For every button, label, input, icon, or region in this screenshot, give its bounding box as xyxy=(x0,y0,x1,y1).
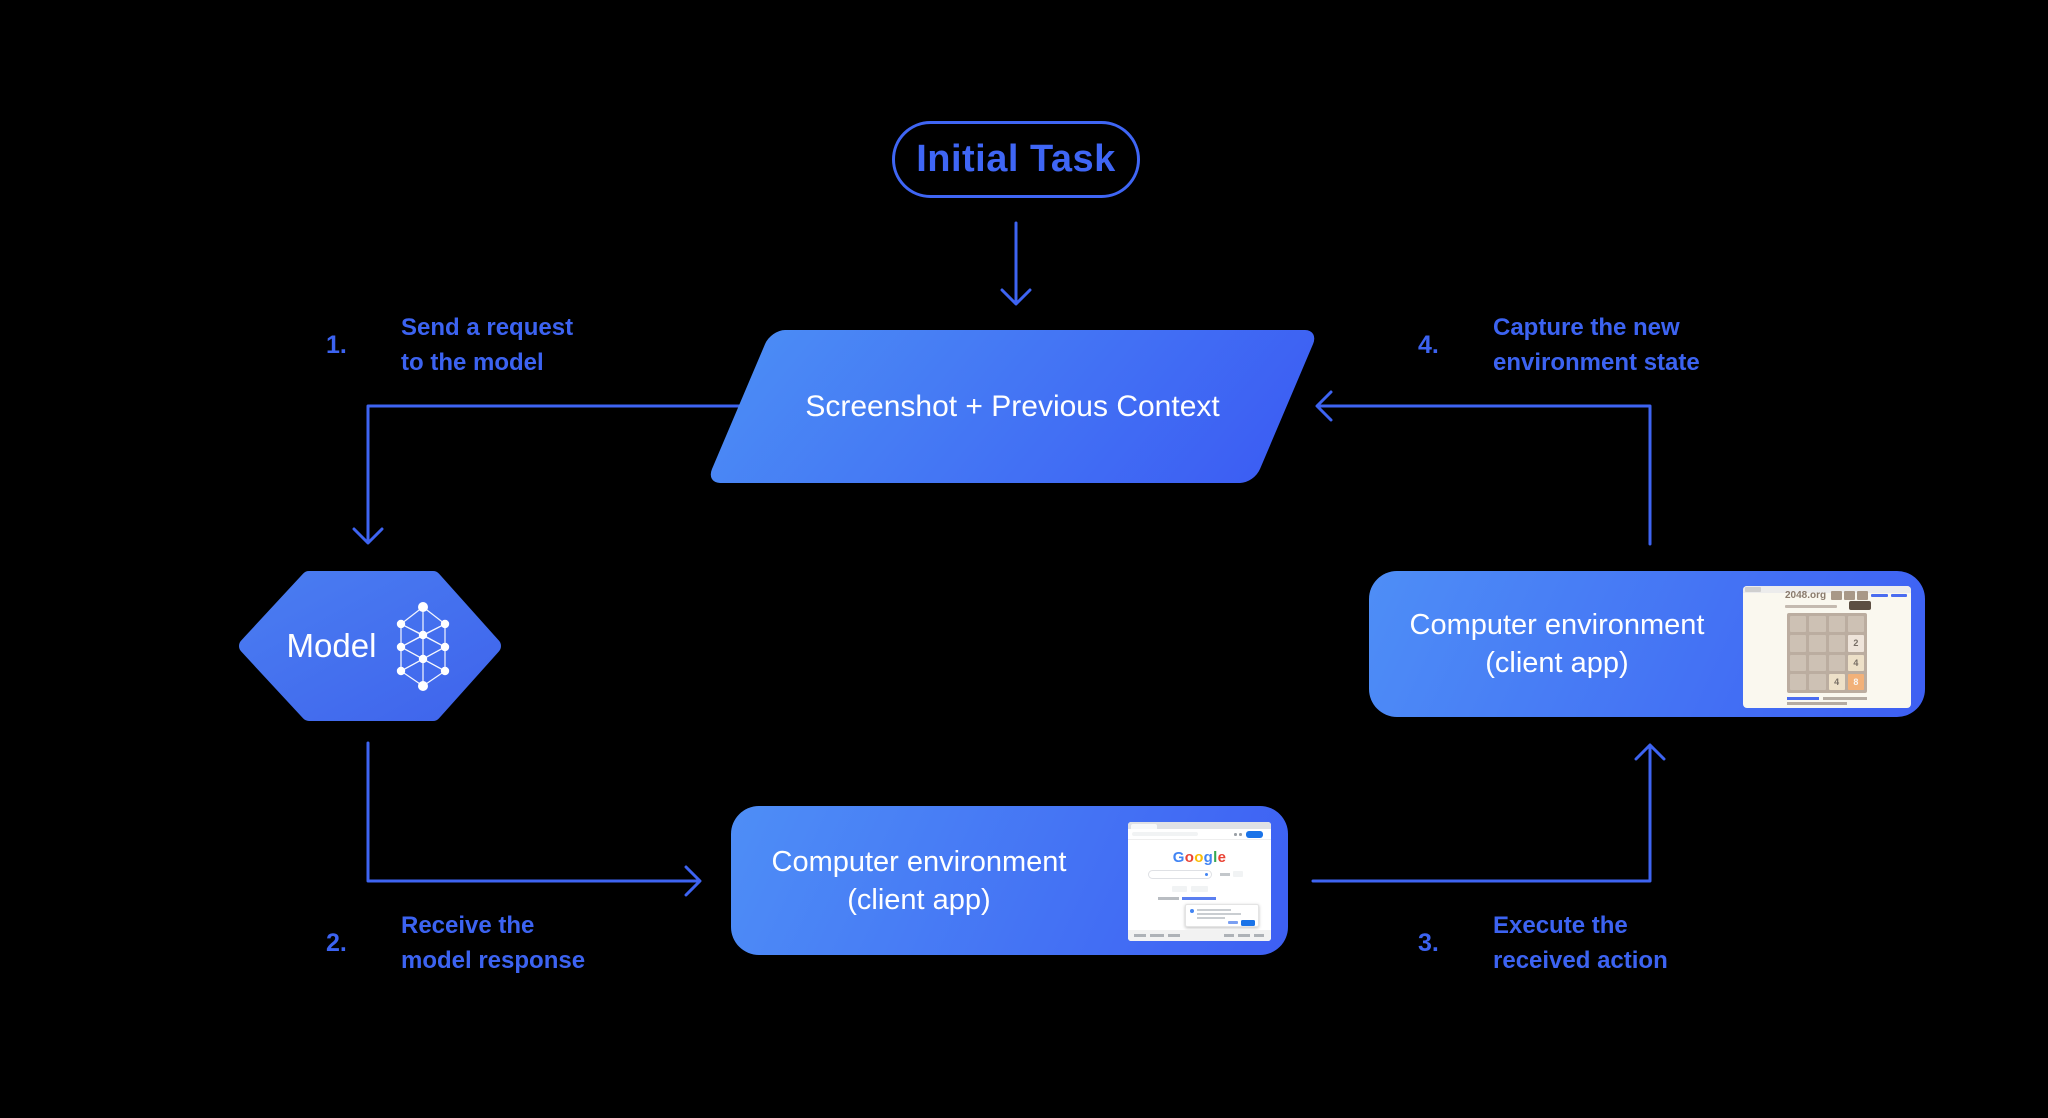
env-right-label: Computer environment (client app) xyxy=(1409,609,1705,679)
node-initial-task: Initial Task xyxy=(892,121,1140,198)
step-2-number: 2. xyxy=(326,928,347,957)
step-3-execute-action: 3. Execute the received action xyxy=(1418,908,1668,978)
node-env-client-right: Computer environment (client app) 2048.o… xyxy=(1369,571,1925,717)
mini-google-dialog-primary-button xyxy=(1241,920,1255,926)
neural-network-icon xyxy=(397,601,450,691)
connector-env-right-to-context xyxy=(1315,390,1652,546)
mini-google-toolbar xyxy=(1128,829,1271,840)
mini-google-offered-in-links xyxy=(1182,897,1216,900)
mini-2048-tile-4: 4 xyxy=(1828,673,1845,690)
mini-google-side-widget xyxy=(1233,871,1243,877)
mini-google-lucky-button xyxy=(1191,886,1208,892)
screenshot-context-label: Screenshot + Previous Context xyxy=(805,390,1220,423)
mini-google-dialog-secondary-button xyxy=(1228,921,1238,924)
mini-2048-site-title: 2048.org xyxy=(1785,590,1827,601)
mini-google-search-bar xyxy=(1148,870,1212,879)
connector-initial-task-to-context xyxy=(1000,221,1032,306)
step-4-number: 4. xyxy=(1418,330,1439,359)
mini-2048-browser-tab xyxy=(1745,587,1761,592)
mini-google-toolbar-icon xyxy=(1234,833,1237,836)
node-model: Model xyxy=(239,571,501,721)
mini-google-side-text xyxy=(1220,873,1230,876)
mini-2048-tile-2: 2 xyxy=(1847,635,1864,652)
step-2-receive-response: 2. Receive the model response xyxy=(326,908,585,978)
connector-env-bottom-to-env-right xyxy=(1311,743,1666,883)
mini-google-dialog-logo xyxy=(1190,909,1194,913)
step-4-text: Capture the new environment state xyxy=(1493,314,1700,376)
mini-google-cookie-dialog xyxy=(1185,904,1259,927)
mini-2048-new-game-button xyxy=(1849,601,1871,610)
mini-google-offered-in-text xyxy=(1158,897,1179,900)
mini-2048-footer-text xyxy=(1823,697,1867,700)
mini-2048-top-link xyxy=(1871,594,1888,597)
mini-2048-tile-4: 4 xyxy=(1847,654,1864,671)
mini-2048-subtitle-text xyxy=(1785,605,1837,608)
env-bottom-label: Computer environment (client app) xyxy=(771,845,1067,916)
mini-2048-footer-text xyxy=(1787,702,1847,705)
mini-2048-footer-link xyxy=(1787,697,1819,700)
mini-2048-top-link xyxy=(1891,594,1907,597)
connector-context-to-model xyxy=(352,404,742,545)
mini-2048-tile-8: 8 xyxy=(1847,673,1864,690)
mini-google-mic-icon xyxy=(1205,873,1208,876)
mini-google-toolbar-icon xyxy=(1239,833,1242,836)
initial-task-label: Initial Task xyxy=(916,138,1116,180)
mini-google-footer xyxy=(1128,930,1271,941)
node-env-client-bottom: Computer environment (client app) Google xyxy=(731,806,1288,955)
mini-google-logo: Google xyxy=(1172,849,1227,866)
model-label: Model xyxy=(286,627,377,664)
mini-screenshot-2048: 2048.org 2 4 4 8 xyxy=(1743,586,1911,708)
connector-model-to-env-bottom xyxy=(366,741,702,897)
mini-google-browser-chrome xyxy=(1128,822,1271,829)
step-1-number: 1. xyxy=(326,330,347,359)
mini-2048-score-box xyxy=(1844,591,1855,600)
mini-google-search-button xyxy=(1172,886,1187,892)
step-4-capture-state: 4. Capture the new environment state xyxy=(1418,310,1700,380)
step-3-number: 3. xyxy=(1418,928,1439,957)
mini-google-browser-tab xyxy=(1131,823,1157,829)
step-2-text: Receive the model response xyxy=(401,912,586,974)
mini-2048-score-box xyxy=(1831,591,1842,600)
mini-2048-grid: 2 4 4 8 xyxy=(1787,613,1867,693)
step-1-send-request: 1. Send a request to the model xyxy=(326,310,573,380)
step-1-text: Send a request to the model xyxy=(401,314,574,376)
mini-2048-score-box xyxy=(1857,591,1868,600)
mini-screenshot-google: Google xyxy=(1128,822,1271,941)
mini-google-address-bar xyxy=(1132,832,1198,836)
mini-google-signin-button xyxy=(1246,831,1263,838)
node-screenshot-context: Screenshot + Previous Context xyxy=(706,330,1319,483)
mini-2048-browser-chrome xyxy=(1743,586,1911,593)
step-3-text: Execute the received action xyxy=(1493,912,1668,974)
